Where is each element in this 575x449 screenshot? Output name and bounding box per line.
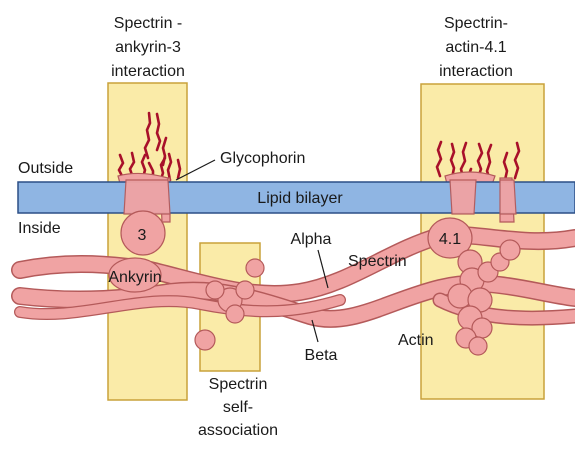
- protein-4-1-label: 4.1: [439, 231, 461, 248]
- spectrin-actin-title-line3: interaction: [439, 63, 513, 80]
- self-association-title-line2: self-: [223, 399, 253, 416]
- spectrin-ankyrin-title-line3: interaction: [111, 63, 185, 80]
- band3-protein: [120, 210, 166, 256]
- actin-label: Actin: [398, 332, 434, 349]
- glycophorin-glycans-left: [117, 111, 182, 184]
- spectrin-actin-title-line2: actin-4.1: [445, 39, 506, 56]
- self-association-title-line3: association: [198, 422, 278, 439]
- beta-label: Beta: [305, 347, 338, 364]
- ankyrin-protein: [108, 257, 162, 293]
- spectrin-ankyrin-title-line2: ankyrin-3: [115, 39, 181, 56]
- self-association-title-line1: Spectrin: [209, 376, 268, 393]
- inside-label: Inside: [18, 220, 61, 237]
- glycophorin-transmembrane-right: [449, 179, 477, 215]
- alpha-label: Alpha: [291, 231, 332, 248]
- leader-lines: [175, 159, 329, 343]
- lipid-bilayer-label: Lipid bilayer: [257, 190, 343, 207]
- self-association-knot: [194, 258, 265, 351]
- spectrin-actin-title-line1: Spectrin-: [444, 15, 508, 32]
- spectrin-label: Spectrin: [348, 253, 407, 270]
- actin-complex: [427, 217, 521, 356]
- outside-label: Outside: [18, 160, 73, 177]
- protein-3-label: 3: [138, 227, 147, 244]
- glycophorin-transmembrane-right-2: [499, 179, 517, 215]
- ankyrin-label: Ankyrin: [108, 269, 161, 286]
- band3-transmembrane: [123, 179, 171, 215]
- spectrin-ankyrin-title-line1: Spectrin -: [114, 15, 182, 32]
- lipid-bilayer: [17, 181, 575, 214]
- glycophorin-label: Glycophorin: [220, 150, 305, 167]
